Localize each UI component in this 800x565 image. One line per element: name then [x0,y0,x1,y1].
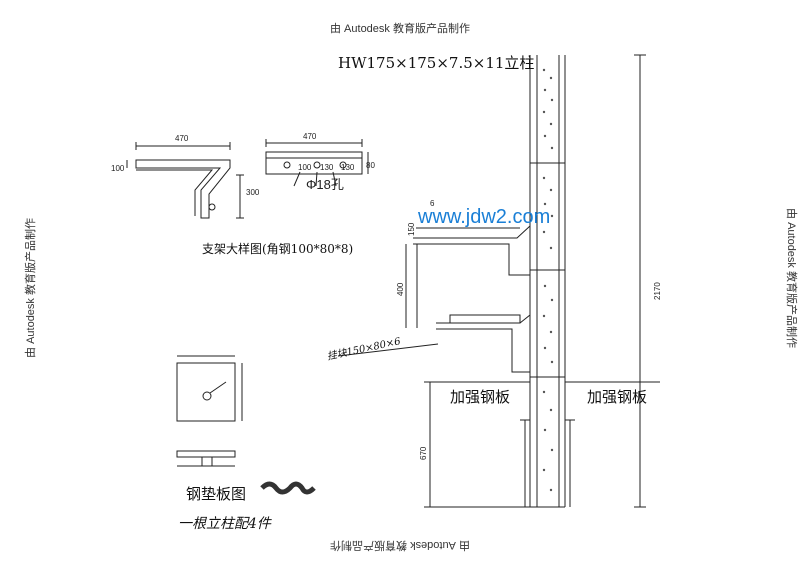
site-watermark: www.jdw2.com [418,206,551,228]
hw-column [529,55,566,508]
handwritten-note: 一根立柱配4件 [178,516,271,532]
dim-small-6: 6 [430,199,435,208]
dim-small-150: 150 [407,222,416,236]
steel-plate-plan [176,355,243,422]
dim-lower-label: 670 [419,446,428,460]
dim-bracket-len-1: 470 [175,134,189,143]
watermark-top: 由 Autodesk 教育版产品制作 [330,23,470,35]
dim-upper-label: 400 [396,282,405,296]
column-dots [542,68,554,492]
plate-caption: 钢垫板图 [186,485,247,503]
dim-height-label: 2170 [653,282,662,300]
dim-bracket-side-2: 300 [246,188,260,197]
bracket-detail-left [126,142,244,219]
scribble-mark [260,481,316,495]
hole-label: Φ18孔 [306,177,344,192]
dim-bracket-side-1: 100 [111,164,125,173]
column-title: HW175×175×7.5×11立柱 [338,54,535,72]
dim-bracket-len-2: 470 [303,132,317,141]
hole-spacing-3: 130 [341,163,355,172]
dim-lower-670 [424,382,530,508]
reinforce-label-left: 加强钢板 [450,388,511,406]
bracket-upper [413,225,531,328]
dim-bracket-side-3: 80 [366,161,375,170]
hole-spacing-1: 100 [298,163,312,172]
dim-height-2170 [634,54,646,508]
reinforce-label-right: 加强钢板 [587,388,648,406]
clamp-leader [337,343,439,357]
bracket-caption: 支架大样图(角钢100*80*8) [202,242,354,256]
bracket-detail-right [265,139,369,187]
hole-spacing-2: 130 [320,163,334,172]
reinforcement-plates [424,381,660,507]
bracket-lower [436,314,531,373]
steel-plate-section [176,450,236,467]
